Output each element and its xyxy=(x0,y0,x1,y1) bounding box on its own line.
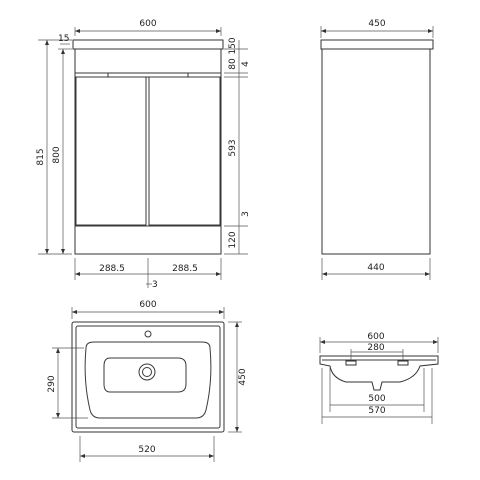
dim-bf-tap-span: 280 xyxy=(367,343,384,353)
front-handle xyxy=(107,72,189,78)
basin-inner-well xyxy=(103,357,187,393)
dim-front-handle-band: 80 xyxy=(228,58,238,70)
basin-bowl xyxy=(84,341,212,419)
dim-bf-width: 600 xyxy=(367,332,384,342)
tap-right xyxy=(397,360,409,366)
dim-bf-outer-width: 570 xyxy=(368,406,385,416)
dim-basin-depth: 450 xyxy=(238,368,248,385)
dim-front-top-thickness: 15 xyxy=(58,34,69,44)
basin-front-view: 600 280 500 570 xyxy=(319,332,439,424)
dim-basin-width: 600 xyxy=(139,300,156,310)
dim-front-half-right: 288.5 xyxy=(172,264,198,274)
basin-outer xyxy=(71,321,225,433)
dim-bf-inner-width: 500 xyxy=(368,394,385,404)
dim-front-center-gap: 3 xyxy=(152,280,158,290)
dim-front-half-left: 288.5 xyxy=(99,264,125,274)
dim-front-inner: 800 xyxy=(52,146,62,163)
dim-front-handle-gap: 4 xyxy=(241,61,251,67)
side-cabinet-body xyxy=(321,48,431,255)
tap-left xyxy=(345,360,357,366)
dim-front-plinth: 120 xyxy=(228,231,238,248)
dim-front-overall: 815 xyxy=(36,148,46,165)
front-right-door xyxy=(148,76,221,226)
side-view: 450 440 xyxy=(320,19,434,280)
dim-front-door-gap: 3 xyxy=(241,211,251,217)
dim-front-width: 600 xyxy=(139,19,156,29)
arrowheads xyxy=(45,29,438,458)
basin-top-view: 600 450 290 520 xyxy=(47,300,248,462)
front-cabinet-body xyxy=(74,48,222,255)
drain-outer xyxy=(138,363,156,381)
drain-inner xyxy=(142,367,152,377)
front-basin-top xyxy=(72,39,224,50)
dim-bowl-depth: 290 xyxy=(47,375,57,392)
front-view: 600 815 800 15 150 80 4 593 3 120 288.5 xyxy=(36,19,251,290)
dim-front-top-band: 150 xyxy=(228,37,238,54)
dim-side-top-width: 450 xyxy=(368,19,385,29)
front-left-door xyxy=(75,76,147,226)
basin-front-profile xyxy=(319,355,439,391)
dim-front-door-height: 593 xyxy=(228,139,238,156)
side-basin-top xyxy=(320,39,434,50)
tap-hole xyxy=(144,330,152,338)
dim-bowl-width: 520 xyxy=(138,445,155,455)
dim-side-bottom-width: 440 xyxy=(367,263,384,273)
